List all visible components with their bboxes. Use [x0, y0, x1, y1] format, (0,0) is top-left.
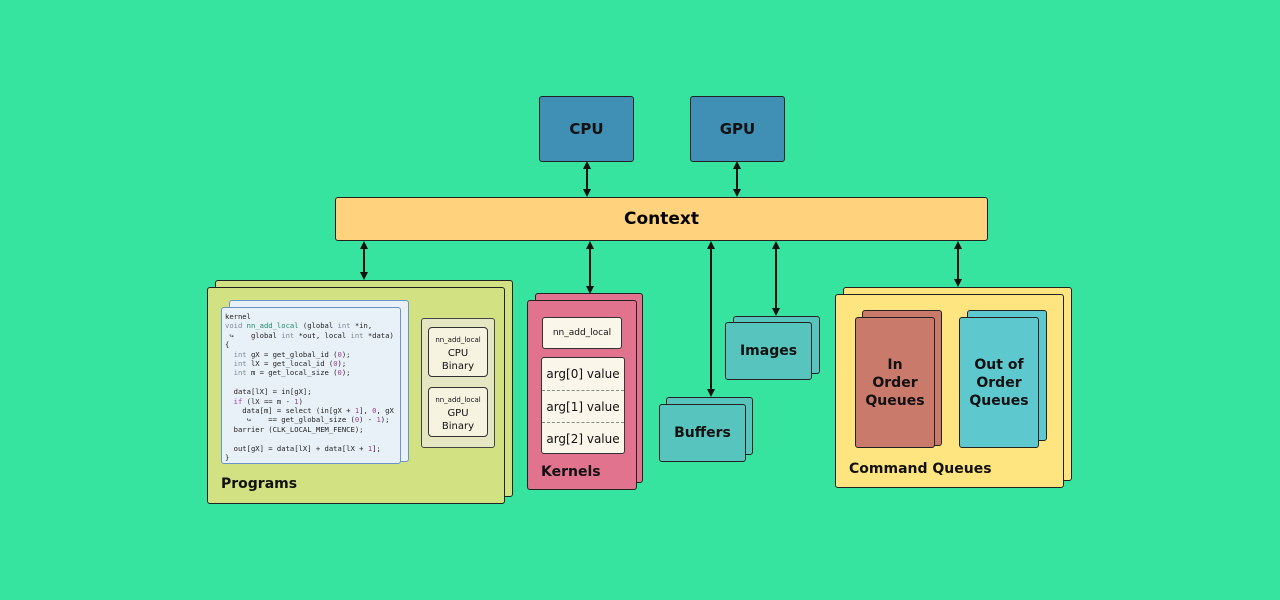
- code-token: );: [380, 415, 390, 425]
- in-order-line2: Order: [872, 374, 918, 391]
- code-token: gX = get_global_id (: [246, 349, 338, 359]
- code-token: *data): [363, 330, 394, 340]
- programs-group: kernel void nn_add_local (global int *in…: [207, 287, 505, 504]
- programs-label: Programs: [221, 476, 298, 492]
- code-token: int: [233, 368, 247, 378]
- code-token: 1: [354, 406, 360, 416]
- command-queues-label: Command Queues: [849, 461, 992, 477]
- code-token: int: [233, 349, 247, 359]
- code-token: {: [225, 340, 230, 350]
- gpu-device: GPU: [690, 96, 785, 162]
- context-bar: Context: [335, 197, 988, 241]
- gpu-binary-line1: GPU: [447, 408, 469, 419]
- code-token: 1: [376, 415, 381, 425]
- command-queues-group: In Order Queues Out of Order Queues Comm…: [835, 294, 1064, 488]
- code-token: (global: [298, 321, 338, 331]
- code-token: out[gX] = data[lX] + data[lX +: [225, 443, 368, 453]
- code-token: m = get_local_size (: [246, 368, 338, 378]
- kernel-arg-2: arg[2] value: [542, 422, 624, 455]
- code-token: *in,: [350, 321, 373, 331]
- code-token: [225, 350, 234, 359]
- code-token: data[m] = select (in[gX +: [225, 406, 355, 416]
- kernel-name-box: nn_add_local: [542, 317, 622, 349]
- code-token: [225, 368, 234, 377]
- binaries-panel: nn_add_local CPU Binary nn_add_local GPU…: [421, 318, 495, 448]
- images-box: Images: [725, 322, 812, 380]
- gpu-binary-line2: Binary: [441, 421, 475, 432]
- code-token: );: [341, 349, 351, 359]
- kernel-arg-0: arg[0] value: [546, 367, 620, 381]
- code-token: barrier (CLK_LOCAL_MEM_FENCE);: [225, 424, 364, 434]
- kernels-group: nn_add_local arg[0] value arg[1] value a…: [527, 300, 637, 490]
- code-token: 0: [337, 368, 342, 378]
- kernel-args-list: arg[0] value arg[1] value arg[2] value: [541, 357, 625, 454]
- code-token: ): [298, 396, 303, 406]
- code-token: [225, 397, 234, 406]
- code-token: }: [225, 453, 230, 463]
- code-token: if: [233, 396, 243, 406]
- code-panel: kernel void nn_add_local (global int *in…: [221, 307, 401, 464]
- kernel-arg-1: arg[1] value: [542, 390, 624, 423]
- in-order-queue: In Order Queues: [855, 317, 935, 448]
- code-token: data[lX] = in[gX];: [225, 387, 312, 397]
- kernel-source-code: kernel void nn_add_local (global int *in…: [225, 312, 400, 463]
- code-token: kernel: [225, 312, 251, 321]
- code-token: 0: [333, 359, 338, 369]
- code-token: int: [350, 330, 364, 340]
- cpu-binary-line1: CPU: [447, 348, 469, 359]
- code-token: ) -: [359, 415, 377, 425]
- code-token: 1: [367, 443, 373, 453]
- gpu-binary-title: nn_add_local: [435, 396, 481, 404]
- code-token: [225, 359, 234, 368]
- kernels-label: Kernels: [541, 464, 601, 480]
- cpu-binary-line2: Binary: [441, 361, 475, 372]
- buffers-box: Buffers: [659, 404, 746, 462]
- out-of-order-queue: Out of Order Queues: [959, 317, 1039, 448]
- out-of-order-line2: Order: [976, 374, 1022, 391]
- code-token: (lX == m -: [242, 396, 295, 406]
- code-token: ],: [359, 406, 373, 416]
- code-token: );: [337, 359, 347, 369]
- out-of-order-line1: Out of: [974, 356, 1024, 373]
- out-of-order-line3: Queues: [969, 392, 1029, 409]
- code-token: ↪ == get_global_size (: [225, 415, 355, 425]
- code-token: int: [233, 359, 247, 369]
- cpu-device: CPU: [539, 96, 634, 162]
- code-token: , gX: [376, 406, 394, 416]
- in-order-line3: Queues: [865, 392, 925, 409]
- cpu-binary: nn_add_local CPU Binary: [428, 327, 488, 377]
- code-token: void: [225, 321, 247, 331]
- code-token: ];: [372, 443, 381, 453]
- code-token: 0: [372, 406, 377, 416]
- code-token: 0: [337, 349, 342, 359]
- gpu-binary: nn_add_local GPU Binary: [428, 387, 488, 437]
- cpu-binary-title: nn_add_local: [435, 336, 481, 344]
- in-order-line1: In: [887, 356, 903, 373]
- code-token: *out, local: [294, 330, 351, 340]
- code-token: nn_add_local: [246, 321, 299, 331]
- code-token: int: [281, 330, 295, 340]
- code-token: 0: [354, 415, 360, 425]
- code-token: ↪ global: [225, 330, 282, 340]
- code-token: lX = get_local_id (: [246, 359, 334, 369]
- code-token: int: [337, 321, 351, 331]
- code-token: );: [341, 368, 351, 378]
- code-token: 1: [294, 396, 299, 406]
